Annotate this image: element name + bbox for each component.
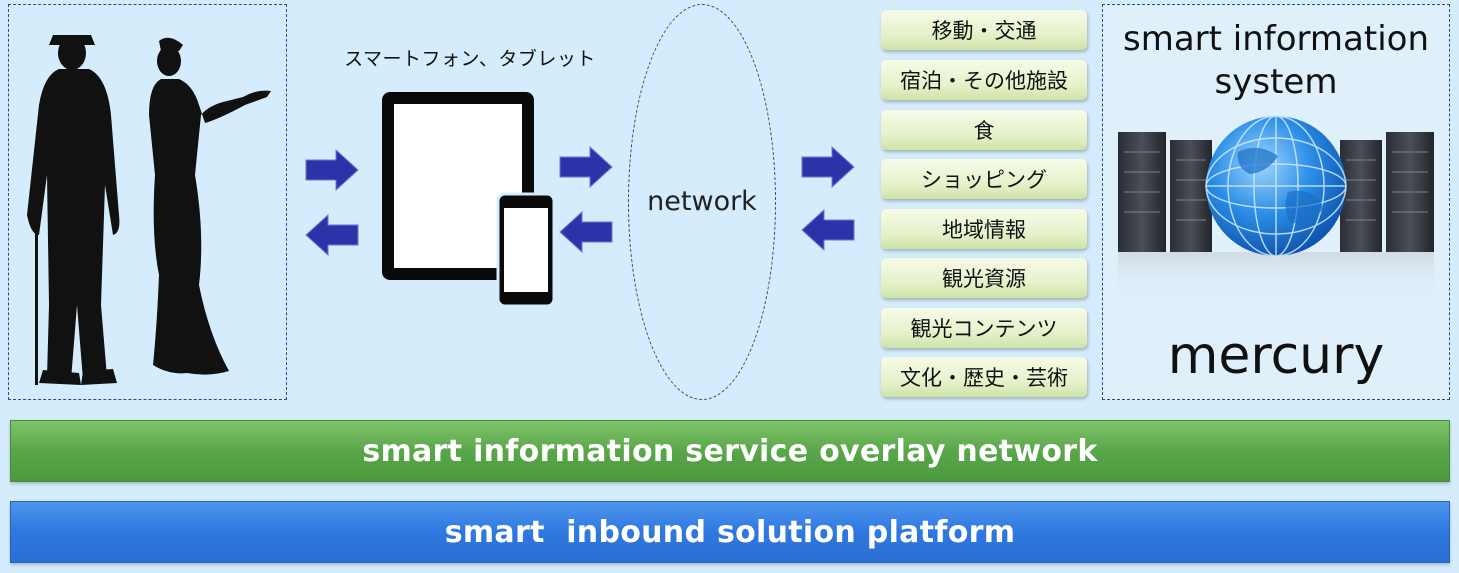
category-box: 宿泊・その他施設: [881, 60, 1087, 100]
network-label: network: [647, 186, 757, 217]
tablet-phone-icon: [382, 92, 556, 308]
arrow-right-icon: [559, 145, 613, 189]
category-box: 食: [881, 110, 1087, 150]
overlay-network-band: smart information service overlay networ…: [10, 420, 1450, 482]
arrow-left-icon: [559, 210, 613, 254]
platform-band-label: smart inbound solution platform: [444, 514, 1016, 550]
platform-band: smart inbound solution platform: [10, 501, 1450, 563]
category-box: 観光コンテンツ: [881, 308, 1087, 348]
system-title: smart information system: [1102, 18, 1450, 104]
network-ellipse: [628, 4, 776, 400]
system-title-line1: smart information: [1122, 19, 1430, 59]
system-name: mercury: [1167, 326, 1385, 386]
category-box: 移動・交通: [881, 10, 1087, 50]
category-box: ショッピング: [881, 159, 1087, 199]
arrow-left-icon: [305, 213, 359, 257]
category-box: 観光資源: [881, 258, 1087, 298]
arrow-right-icon: [305, 148, 359, 192]
category-box: 文化・歴史・芸術: [881, 357, 1087, 397]
arrow-left-icon: [801, 208, 855, 252]
server-globe-icon: [1118, 115, 1434, 302]
category-box: 地域情報: [881, 209, 1087, 249]
arrow-right-icon: [801, 145, 855, 189]
system-title-line2: system: [1214, 62, 1338, 102]
device-caption: スマートフォン、タブレット: [344, 48, 596, 70]
users-panel: [8, 4, 287, 400]
users-silhouette-icon: [27, 35, 271, 385]
